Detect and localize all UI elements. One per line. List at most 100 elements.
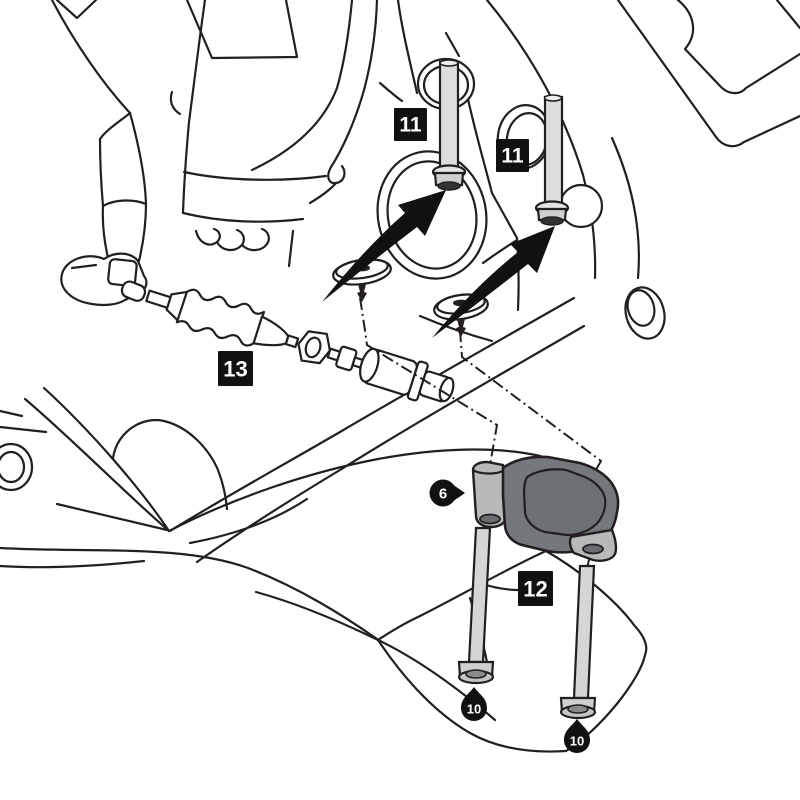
case-notch: [55, 0, 98, 20]
boss-neck: [378, 81, 404, 103]
carb-wall: [490, 191, 520, 312]
flange-edge: [376, 549, 548, 642]
corner-diagonal: [616, 0, 800, 148]
sensor-face: [522, 468, 607, 537]
callout-box: [218, 351, 253, 386]
sensor-ear-top-line: [471, 468, 505, 475]
engine-case-line-art: [0, 0, 800, 641]
case-seam: [55, 502, 169, 532]
callout-box: [518, 571, 553, 606]
cable-end-cap: [120, 280, 147, 302]
callout-number: 6: [439, 486, 447, 503]
bolt-11-right: [534, 94, 570, 226]
case-hook: [169, 90, 182, 116]
shroud-arc-right: [610, 136, 640, 280]
callout-box: [394, 108, 427, 141]
callouts: 11 11 13 12 6 10 10: [218, 108, 590, 753]
screw-tip: [357, 284, 367, 302]
bolt-10-right: [559, 564, 597, 720]
flange-band-edge: [195, 324, 586, 564]
callout-11-left: 11: [394, 108, 427, 141]
cable-bracket-line: [70, 263, 98, 270]
case-dome: [111, 418, 229, 511]
boot-taper: [252, 315, 290, 347]
corner-line: [775, 0, 800, 30]
barrel-end-cap: [438, 376, 455, 403]
centerline-left-screw: [359, 297, 499, 466]
fan-wedge: [185, 0, 299, 60]
bolt-shaft: [467, 526, 492, 664]
bolt-top: [439, 59, 459, 67]
flange-edge: [376, 638, 568, 753]
accordion-boot: [175, 288, 266, 347]
flange-edge: [544, 549, 648, 753]
hex-nut-face: [304, 336, 322, 359]
callout-number: 10: [467, 702, 481, 717]
callout-number: 10: [570, 734, 584, 749]
flange-band-edge: [168, 296, 576, 533]
flange-tip-line: [254, 590, 380, 642]
case-seam: [182, 170, 328, 181]
case-edge: [128, 111, 148, 206]
throttle-cable-assembly: [60, 252, 455, 403]
fin-scallops: [194, 227, 270, 252]
case-bottom-edge: [188, 497, 309, 545]
callout-10-right: 10: [564, 719, 590, 753]
case-oval-hole: [626, 289, 656, 327]
bolt-shaft: [543, 95, 564, 207]
callout-bubble: [429, 479, 457, 507]
bolt-11-left: [431, 59, 467, 191]
bolt-head: [433, 171, 465, 187]
callout-bubble: [564, 719, 590, 753]
callout-10-left: 10: [461, 687, 487, 721]
sensor-ear-left: [471, 460, 508, 529]
case-edge: [287, 229, 295, 268]
bolt-shaft: [438, 60, 460, 172]
callout-bubble: [461, 687, 487, 721]
carb-wall: [481, 238, 519, 265]
callout-11-right: 11: [496, 139, 529, 172]
bolt-top: [543, 94, 563, 102]
tick-line: [444, 31, 461, 58]
case-bottom-edge: [0, 559, 146, 569]
callout-13: 13: [218, 351, 253, 386]
arrow-left: [322, 190, 446, 302]
corner-flag: [676, 0, 800, 95]
bolt-shaft: [572, 564, 596, 700]
throttle-position-sensor: [471, 455, 620, 562]
shroud-arc-right: [485, 0, 597, 280]
flywheel-arc: [250, 0, 354, 172]
hook-detail: [327, 164, 346, 185]
callout-box: [496, 139, 529, 172]
bolt-hole-ring: [0, 450, 26, 484]
hatch-line: [0, 425, 48, 434]
flywheel-arc: [329, 0, 379, 169]
bolt-head-socket: [567, 704, 589, 714]
case-edge: [181, 0, 207, 215]
callout-number: 11: [399, 114, 422, 137]
case-beak-edge: [42, 386, 171, 533]
bolt-head-under: [540, 216, 564, 226]
case-bottom-edge: [0, 546, 379, 641]
bracket-block: [107, 258, 138, 287]
bolt-hole-ring: [0, 442, 34, 492]
callout-number: 11: [501, 145, 524, 168]
bore-inner-ring: [386, 160, 478, 270]
bolt-head-under: [437, 181, 461, 191]
callout-number: 13: [223, 357, 247, 382]
bolt-10-left: [457, 526, 495, 685]
install-arrows: [322, 190, 555, 338]
screw-tip: [456, 319, 466, 337]
sensor-ear-hole: [582, 543, 604, 555]
case-oval-hole: [624, 286, 666, 340]
case-edge: [98, 111, 132, 208]
case-edge: [50, 0, 132, 115]
carb-wall: [464, 88, 494, 195]
hook-detail: [308, 181, 338, 205]
arrow-right: [432, 226, 555, 338]
callout-6: 6: [429, 479, 465, 507]
sensor-ear-hole: [479, 513, 501, 525]
adjuster-stem: [284, 334, 300, 349]
